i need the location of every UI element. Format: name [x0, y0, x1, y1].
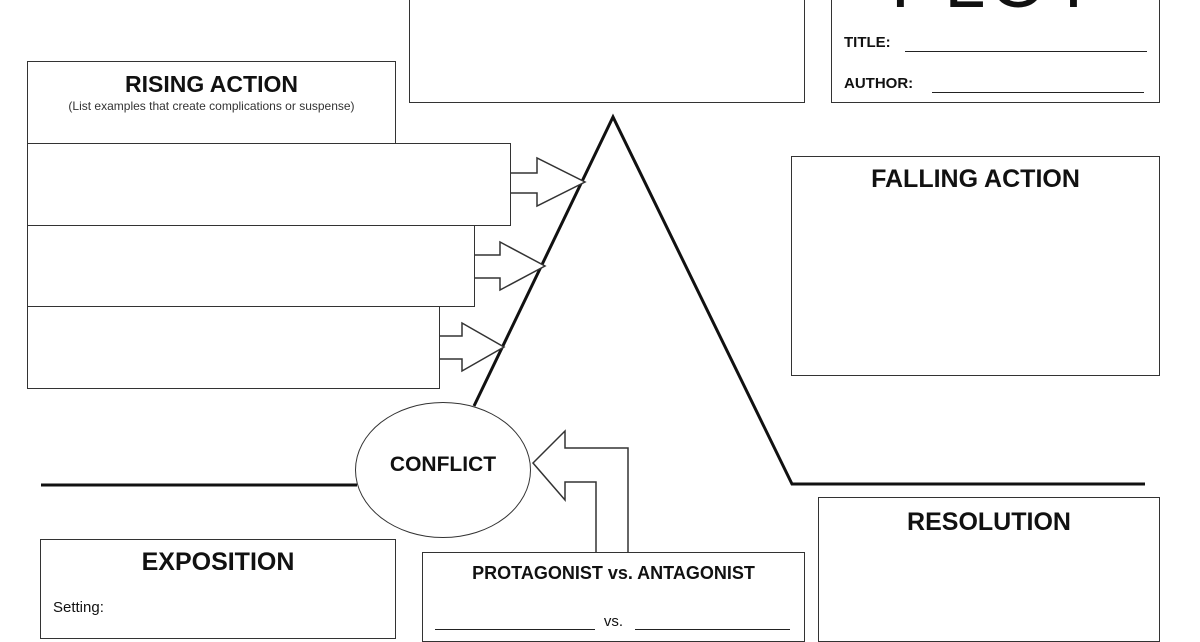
resolution-box[interactable]: RESOLUTION [818, 497, 1160, 642]
rising-action-header: RISING ACTION (List examples that create… [27, 61, 396, 144]
rising-action-entry-2[interactable] [27, 225, 475, 307]
falling-action-box[interactable]: FALLING ACTION [791, 156, 1160, 376]
exposition-box[interactable]: EXPOSITION Setting: [40, 539, 396, 639]
author-input-line[interactable] [932, 92, 1144, 93]
rising-arrow-2 [473, 225, 547, 306]
setting-label: Setting: [53, 599, 104, 616]
protagonist-antagonist-heading: PROTAGONIST vs. ANTAGONIST [472, 563, 755, 583]
vs-label: vs. [603, 613, 624, 630]
resolution-heading: RESOLUTION [907, 508, 1071, 536]
climax-box[interactable] [409, 0, 805, 103]
rising-arrow-3 [438, 306, 506, 388]
protagonist-antagonist-box: PROTAGONIST vs. ANTAGONIST vs. [422, 552, 805, 642]
conflict-ellipse[interactable]: CONFLICT [355, 402, 531, 538]
rising-action-entry-3[interactable] [27, 306, 440, 389]
falling-action-heading: FALLING ACTION [871, 165, 1080, 193]
title-input-line[interactable] [905, 51, 1147, 52]
rising-action-entry-1[interactable] [27, 143, 511, 226]
rising-action-subheading: (List examples that create complications… [68, 99, 355, 113]
author-label: AUTHOR: [844, 75, 914, 92]
plot-heading: PLOT [832, 0, 1159, 19]
exposition-heading: EXPOSITION [141, 548, 295, 576]
conflict-label: CONFLICT [389, 453, 497, 476]
rising-arrow-1 [509, 143, 587, 225]
title-block: PLOT TITLE: AUTHOR: [831, 0, 1160, 103]
title-label: TITLE: [844, 34, 891, 51]
rising-action-heading: RISING ACTION [125, 71, 298, 97]
conflict-arrow [531, 429, 629, 552]
plot-mountain-line [472, 113, 1145, 486]
